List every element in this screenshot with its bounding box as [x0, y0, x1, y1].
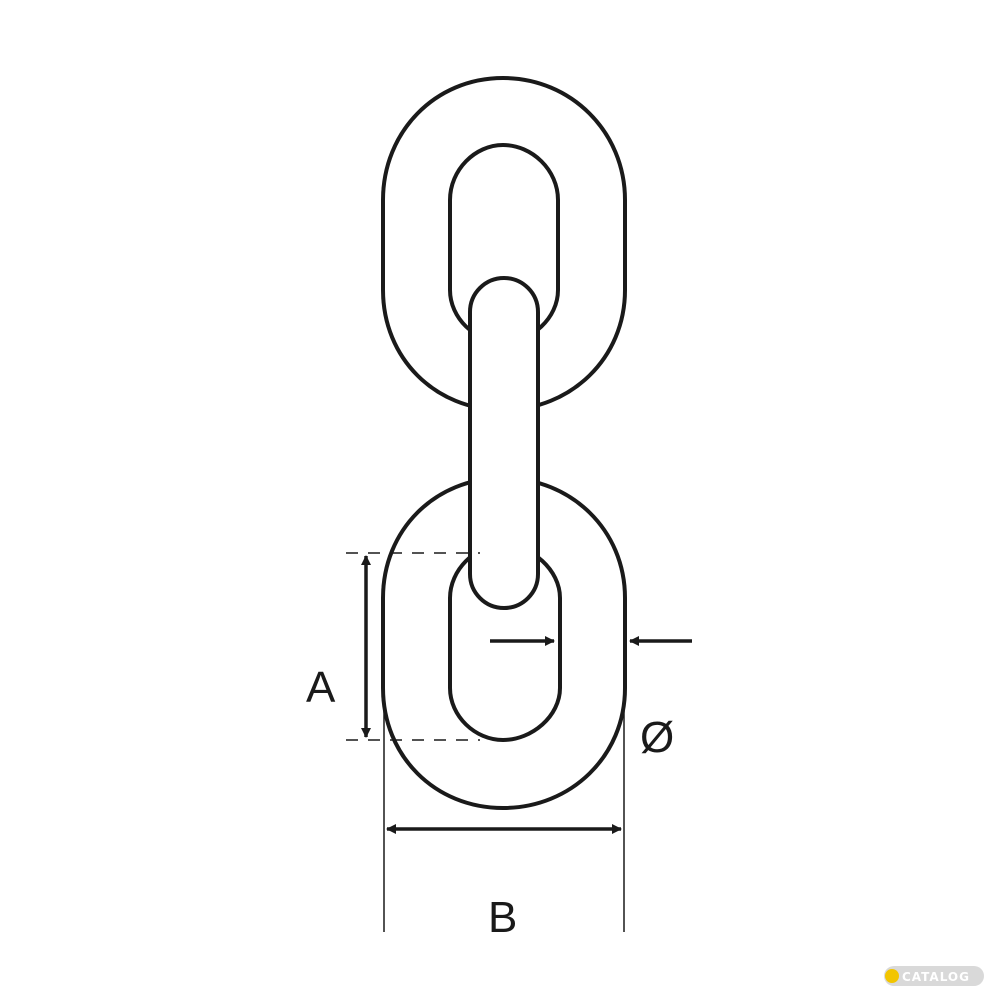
diameter-label: Ø: [640, 713, 674, 762]
dimension-b-label: B: [488, 893, 517, 942]
watermark-logo: CATALOG: [884, 966, 984, 986]
dimension-a-label: A: [306, 663, 336, 712]
bottom-link: [381, 476, 627, 810]
middle-link: [468, 276, 540, 610]
watermark-text: CATALOG: [902, 970, 970, 984]
